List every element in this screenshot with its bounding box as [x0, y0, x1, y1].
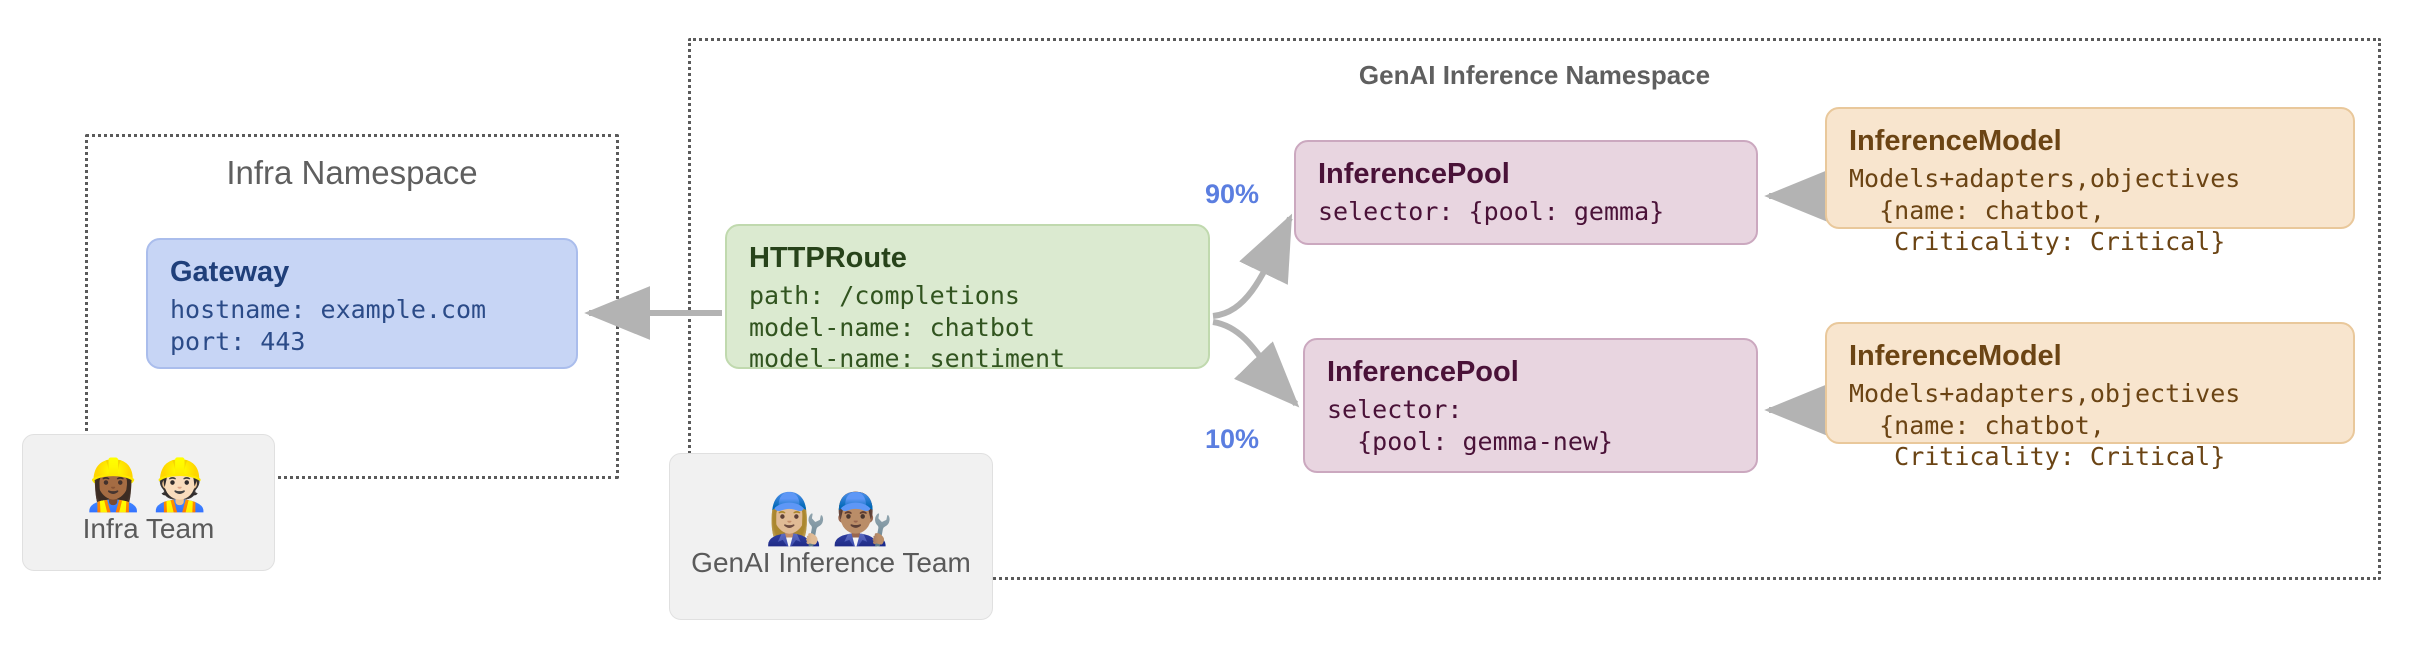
inferencemodel-1-spec: Models+adapters,objectives {name: chatbo…	[1849, 164, 2241, 257]
inferencemodel-2-title: InferenceModel	[1849, 340, 2062, 372]
gateway-spec: hostname: example.com port: 443	[170, 295, 487, 356]
namespace-infra-title: Infra Namespace	[226, 154, 478, 191]
httproute-title: HTTPRoute	[749, 242, 907, 274]
inferencemodel-2-spec: Models+adapters,objectives {name: chatbo…	[1849, 379, 2241, 472]
edge-weight-90: 90%	[1205, 179, 1260, 209]
inferencepool-gemma-title: InferencePool	[1318, 158, 1510, 190]
inferencepool-gemma-new-title: InferencePool	[1327, 356, 1519, 388]
badge-infra-team[interactable]: 👷🏾‍♀️👷🏻 Infra Team	[22, 434, 275, 571]
httproute-spec: path: /completions model-name: chatbot m…	[749, 281, 1066, 374]
node-inferencepool-gemma[interactable]: InferencePool selector: {pool: gemma}	[1294, 140, 1758, 245]
mechanic-icon: 👩🏼‍🔧👨🏽‍🔧	[764, 490, 898, 547]
namespace-genai-title: GenAI Inference Namespace	[1358, 60, 1711, 90]
edge-weight-10: 10%	[1205, 424, 1260, 454]
node-inferencepool-gemma-new[interactable]: InferencePool selector: {pool: gemma-new…	[1303, 338, 1758, 473]
genai-inference-team-label: GenAI Inference Team	[691, 547, 971, 579]
node-inferencemodel-1[interactable]: InferenceModel Models+adapters,objective…	[1825, 107, 2355, 256]
namespace-genai	[688, 38, 2381, 580]
node-inferencemodel-2[interactable]: InferenceModel Models+adapters,objective…	[1825, 322, 2355, 471]
infra-team-label: Infra Team	[82, 513, 215, 545]
inferencepool-gemma-new-spec: selector: {pool: gemma-new}	[1327, 395, 1613, 456]
construction-worker-icon: 👷🏾‍♀️👷🏻	[82, 456, 215, 513]
inferencemodel-1-title: InferenceModel	[1849, 125, 2062, 157]
inferencepool-gemma-spec: selector: {pool: gemma}	[1318, 197, 1665, 227]
node-httproute[interactable]: HTTPRoute path: /completions model-name:…	[725, 224, 1210, 373]
gateway-title: Gateway	[170, 256, 290, 288]
node-gateway[interactable]: Gateway hostname: example.com port: 443	[146, 238, 578, 369]
badge-genai-inference-team[interactable]: 👩🏼‍🔧👨🏽‍🔧 GenAI Inference Team	[669, 453, 993, 620]
